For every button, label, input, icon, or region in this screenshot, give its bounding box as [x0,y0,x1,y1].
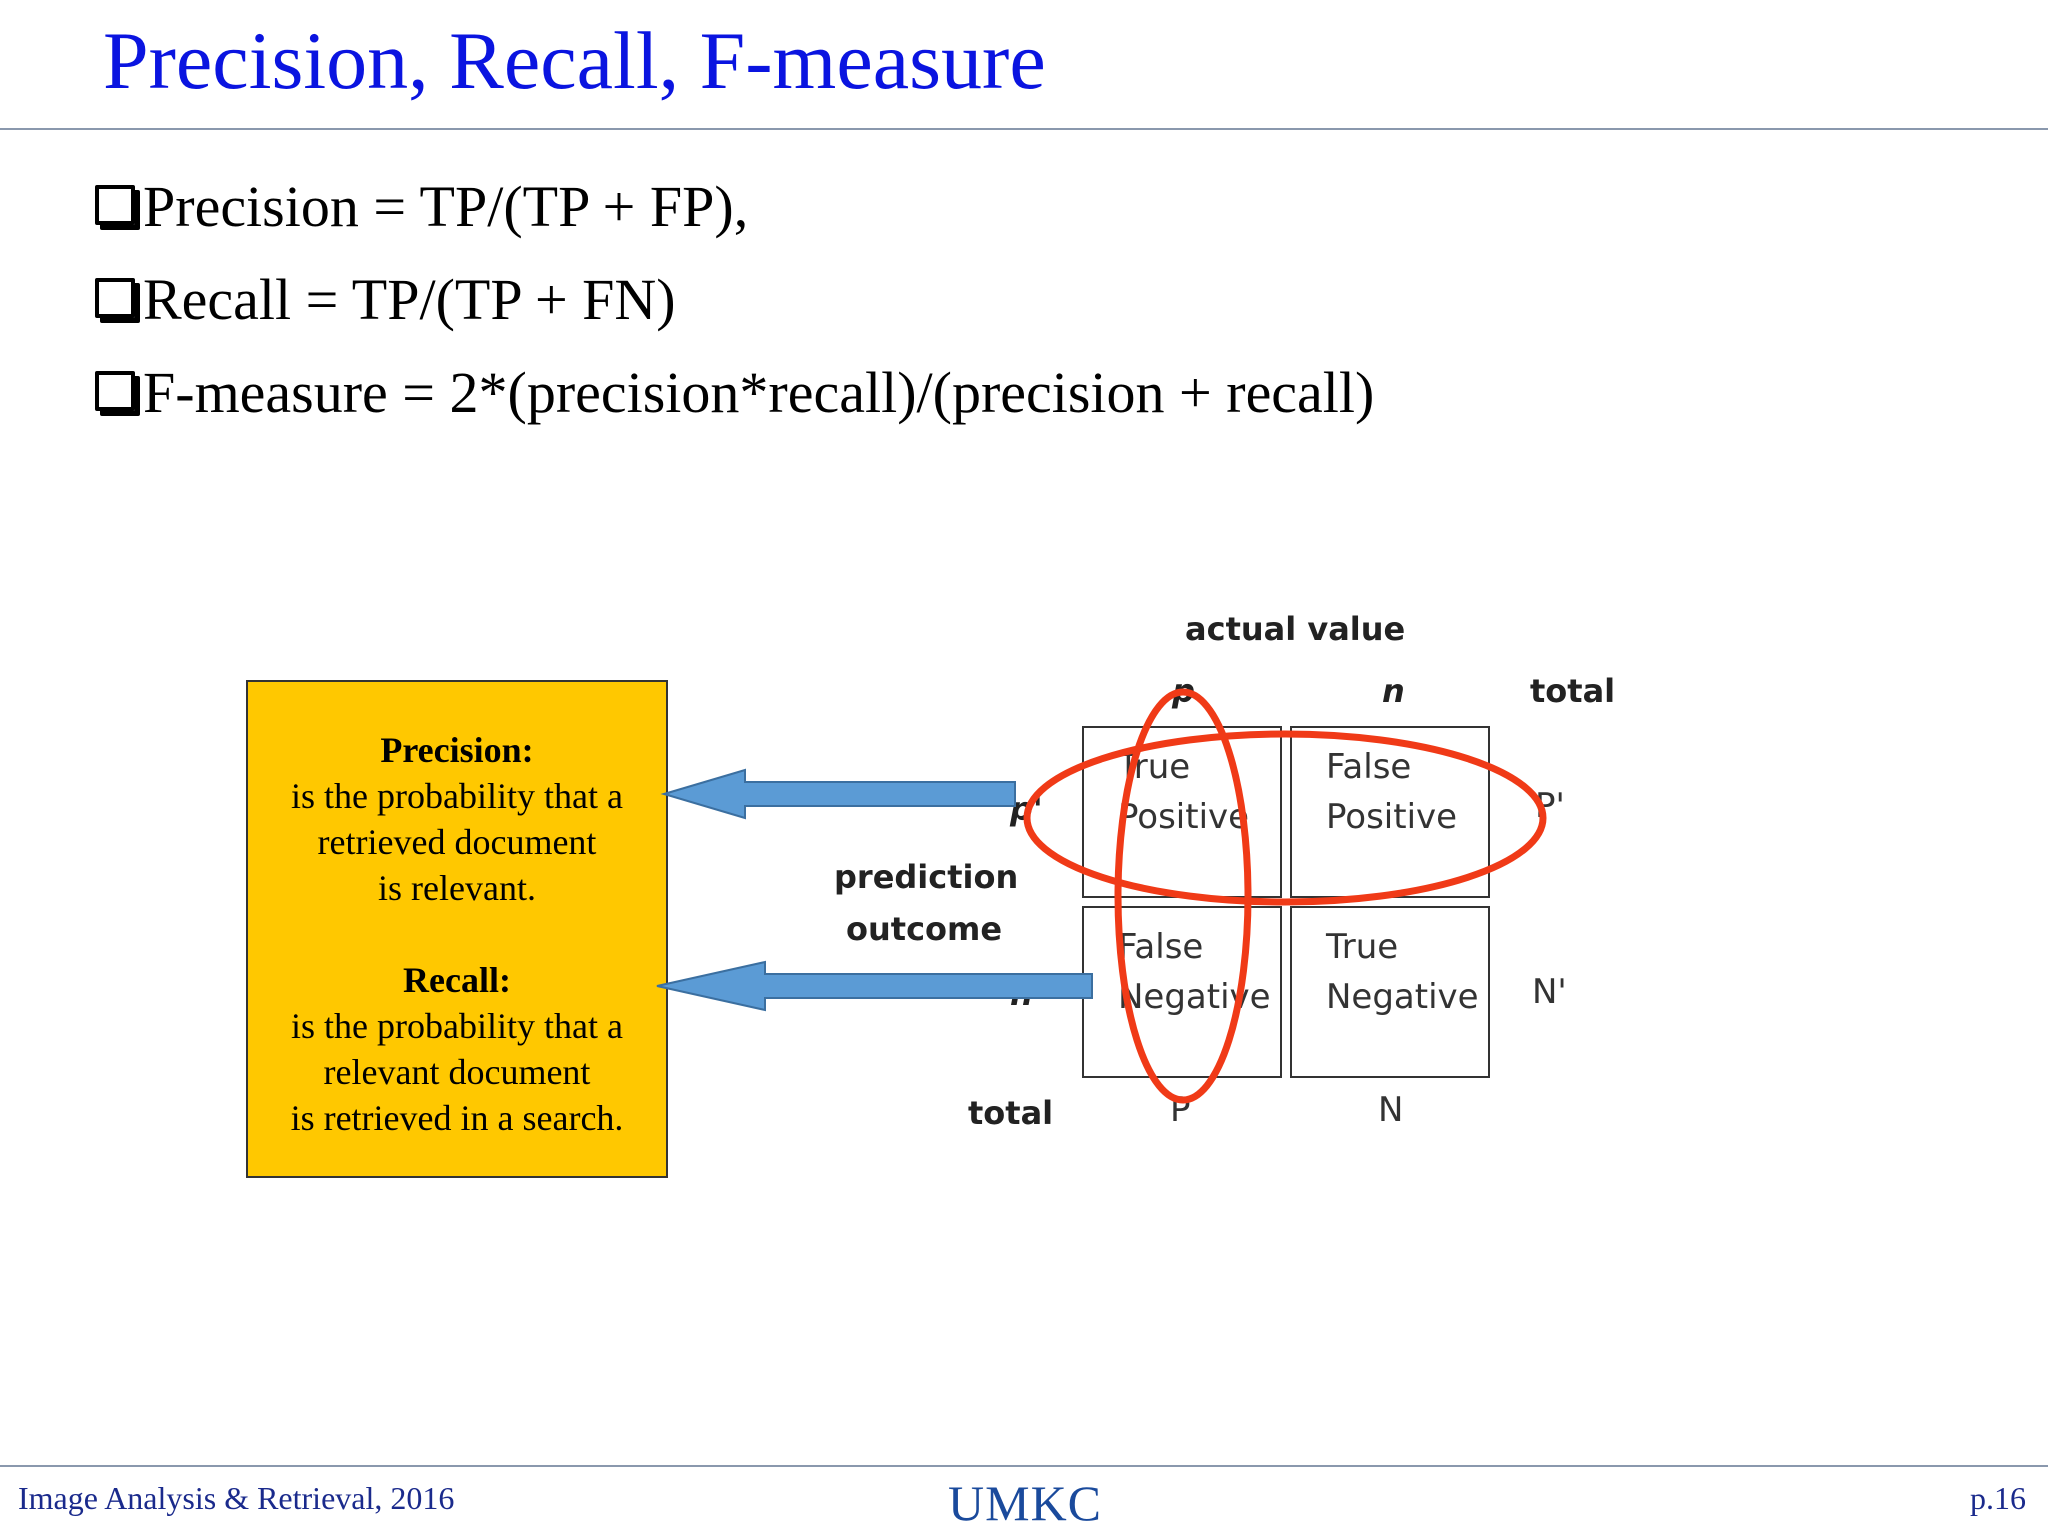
cell-text: True [1326,927,1399,967]
precision-arrow [660,768,1016,820]
actual-value-label: actual value [1185,610,1406,648]
column-total-negative: N [1378,1090,1404,1130]
course-footer: Image Analysis & Retrieval, 2016 [18,1480,455,1516]
precision-heading: Precision: [380,730,534,770]
outcome-label: outcome [846,910,1003,948]
checkbox-bullet-icon [95,277,135,318]
umkc-logo: UMKC [948,1475,1103,1531]
bullet-f-measure-text: F-measure = 2*(precision*recall)/(precis… [143,360,1375,425]
recall-arrow [656,960,1093,1012]
cell-true-negative: True Negative [1290,906,1490,1078]
precision-line: is the probability that a [291,776,623,816]
recall-column-ellipse [1114,688,1252,1104]
slide-title: Precision, Recall, F-measure [103,15,1046,106]
bullet-f-measure: F-measure = 2*(precision*recall)/(precis… [95,346,1374,439]
bullet-recall-text: Recall = TP/(TP + FN) [143,267,676,332]
cell-text: Positive [1118,797,1250,837]
cell-false-negative: False Negative [1082,906,1282,1078]
precision-line: retrieved document [317,822,597,862]
bullet-precision: Precision = TP/(TP + FP), [95,160,1374,253]
prediction-label: prediction [834,858,1019,896]
page-number: p.16 [1970,1480,2026,1516]
recall-heading: Recall: [403,960,511,1000]
recall-line: is the probability that a [291,1006,623,1046]
checkbox-bullet-icon [95,370,135,411]
precision-line: is relevant. [378,868,536,908]
bullet-list: Precision = TP/(TP + FP), Recall = TP/(T… [95,160,1374,439]
cell-text: False [1326,747,1412,787]
bullet-precision-text: Precision = TP/(TP + FP), [143,174,749,239]
cell-text: Negative [1326,977,1479,1017]
checkbox-bullet-icon [95,184,135,225]
definition-box: Precision: is the probability that a ret… [246,680,668,1178]
cell-text: False [1118,927,1204,967]
cell-text: Positive [1326,797,1458,837]
recall-line: is retrieved in a search. [290,1098,624,1138]
row-total-negative: N' [1532,972,1567,1012]
title-divider [0,128,2048,130]
recall-line: relevant document [323,1052,591,1092]
total-row-label: total [968,1094,1054,1132]
bullet-recall: Recall = TP/(TP + FN) [95,253,1374,346]
total-column-label: total [1530,672,1616,710]
footer-divider [0,1465,2048,1467]
column-n-label: n [1382,672,1405,710]
precision-row-ellipse [1023,730,1547,906]
